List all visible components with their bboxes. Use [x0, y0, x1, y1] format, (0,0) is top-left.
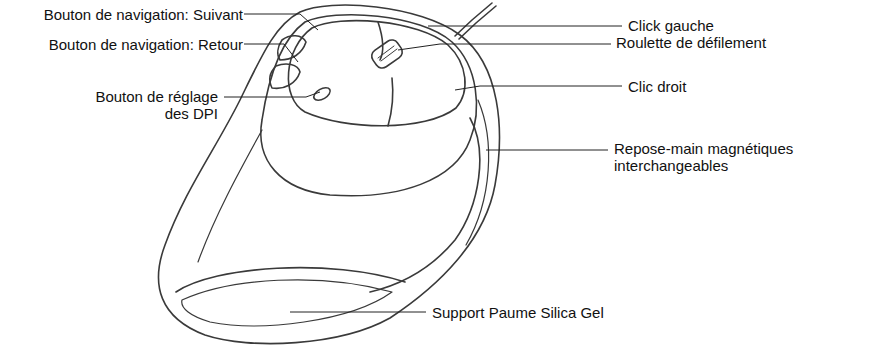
part-label: Click gauche — [628, 17, 714, 34]
wheel-grip — [378, 46, 397, 61]
part-label: Bouton de navigation: Suivant — [3, 6, 243, 23]
top-shell — [261, 15, 477, 196]
mouse-body — [158, 5, 499, 344]
part-label: Support Paume Silica Gel — [432, 304, 604, 321]
hand-rest-edge — [466, 100, 489, 245]
part-label: Clic droit — [628, 78, 686, 95]
part-label: Bouton de réglage des DPI — [78, 88, 218, 122]
palm-pad — [182, 280, 392, 326]
leader-line — [290, 312, 426, 313]
part-label: Bouton de navigation: Retour — [3, 36, 243, 53]
hand-rest — [370, 118, 480, 292]
forward-button — [278, 36, 306, 60]
leader-line — [244, 14, 318, 30]
part-label: Repose-main magnétiques interchangeables — [614, 140, 876, 174]
leader-line — [486, 150, 608, 151]
cable — [455, 3, 492, 36]
buttons-area — [288, 21, 465, 126]
leader-line — [455, 86, 622, 90]
leader-line — [224, 92, 320, 97]
leader-line — [428, 26, 622, 27]
part-label: Roulette de défilement — [616, 34, 766, 51]
scroll-wheel — [369, 37, 405, 71]
leader-lines — [224, 14, 622, 312]
back-button — [270, 64, 300, 88]
side-contour — [198, 130, 262, 262]
leader-line — [398, 44, 611, 50]
button-split — [378, 22, 393, 126]
leader-line — [244, 44, 298, 62]
cable — [459, 6, 496, 39]
